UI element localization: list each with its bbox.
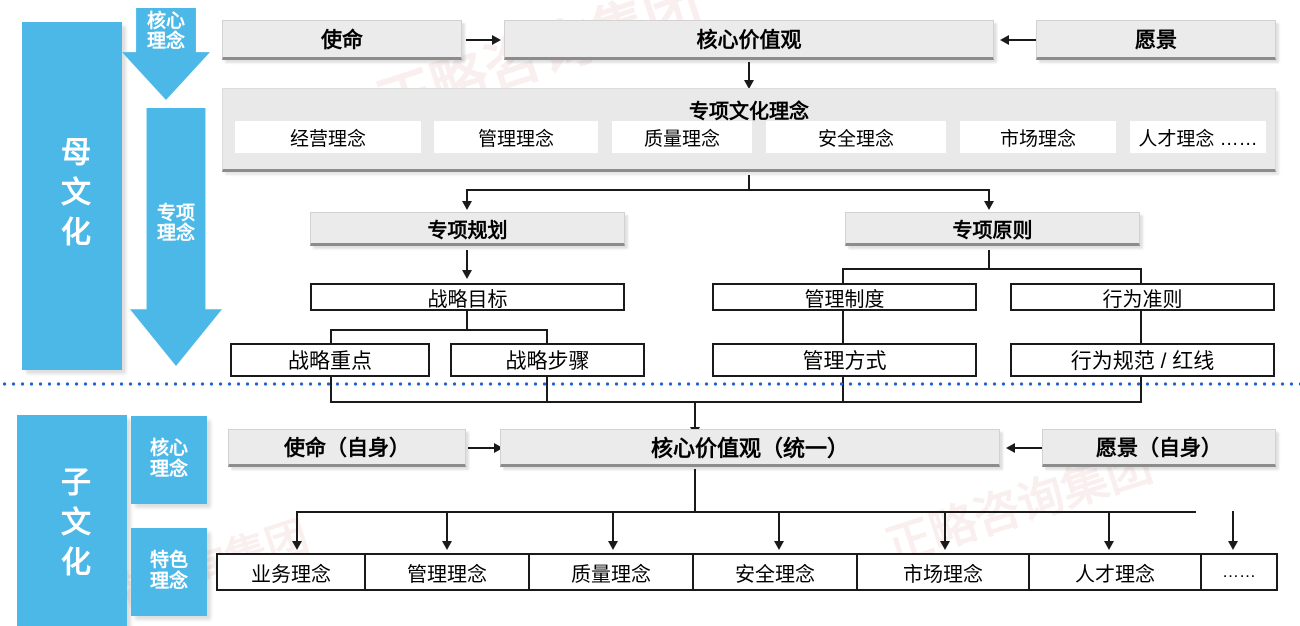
parent-core-concept-arrow: 核心 理念 [122, 8, 210, 100]
principle-split-right-drop [1140, 268, 1142, 283]
child-fan-drop [1232, 511, 1234, 543]
parent-vision-box[interactable]: 愿景 [1036, 20, 1276, 60]
norm-drop-line [1140, 377, 1142, 403]
goal-split-right-drop [546, 329, 548, 345]
child-concept-box[interactable]: 市场理念 [856, 553, 1030, 591]
child-concept-box[interactable]: 业务理念 [216, 553, 366, 591]
principle-split-left-drop [842, 268, 844, 283]
management-method-box[interactable]: 管理方式 [712, 343, 977, 377]
child-fan-bus [296, 511, 1196, 513]
child-concept-box[interactable]: 质量理念 [528, 553, 694, 591]
behavior-norm-box[interactable]: 行为规范 / 红线 [1010, 343, 1275, 377]
child-culture-side-label: 子文化 [17, 415, 127, 626]
child-core-values-box[interactable]: 核心价值观（统一） [500, 429, 1000, 467]
child-concept-box[interactable]: 人才理念 [1028, 553, 1202, 591]
child-vision-to-values-arrow-icon [1006, 443, 1015, 453]
child-fan-drop [778, 511, 780, 543]
panel-split-bus [466, 189, 990, 191]
panel-split-left-drop [466, 189, 468, 203]
plan-to-goal-arrow-icon [462, 270, 472, 279]
parent-core-values-box[interactable]: 核心价值观 [504, 20, 994, 60]
special-culture-item[interactable]: 经营理念 [235, 121, 421, 153]
child-fan-drop [944, 511, 946, 543]
goal-split-bus [330, 329, 548, 331]
special-principle-box[interactable]: 专项原则 [845, 212, 1140, 246]
focus-drop-line [330, 377, 332, 403]
arrow-label-line2: 理念 [146, 30, 185, 52]
arrow-label-line2: 理念 [156, 223, 195, 244]
child-fan-arrow-icon [1228, 541, 1238, 550]
child-core-concept-tag: 核心 理念 [131, 416, 207, 504]
parent-special-concept-arrow: 专项 理念 [130, 108, 222, 366]
child-fan-drop [1108, 511, 1110, 543]
special-culture-item[interactable]: 质量理念 [612, 121, 752, 153]
panel-split-right-drop [988, 189, 990, 203]
child-fan-drop [296, 511, 298, 543]
child-fan-arrow-icon [1104, 541, 1114, 550]
child-fan-drop [612, 511, 614, 543]
values-to-special-line [748, 62, 750, 82]
child-fan-arrow-icon [608, 541, 618, 550]
arrow-label-line1: 专项 [156, 203, 195, 225]
child-fan-drop [446, 511, 448, 543]
child-concept-box[interactable]: 安全理念 [692, 553, 858, 591]
child-concept-box[interactable]: …… [1200, 553, 1278, 591]
cross-section-bus [330, 401, 1142, 403]
section-divider [0, 382, 1300, 386]
tag-label-line2: 理念 [149, 459, 188, 480]
child-fan-stem [694, 469, 696, 513]
special-culture-item[interactable]: 人才理念 …… [1130, 121, 1266, 153]
parent-culture-side-label: 母文化 [22, 22, 122, 370]
method-drop-line [842, 377, 844, 403]
child-mission-to-values-arrow-icon [494, 443, 503, 453]
goal-split-stem [466, 311, 468, 331]
to-principle-arrow-icon [984, 201, 994, 210]
vision-to-values-line [1008, 39, 1036, 41]
child-vision-box[interactable]: 愿景（自身） [1042, 429, 1276, 467]
special-plan-box[interactable]: 专项规划 [310, 212, 625, 246]
arrow-label-line1: 核心 [146, 11, 185, 32]
child-mission-to-values-line [468, 447, 496, 449]
behavior-guideline-box[interactable]: 行为准则 [1010, 283, 1275, 311]
values-to-special-arrow-icon [744, 80, 754, 89]
vision-to-values-arrow-icon [1000, 35, 1009, 45]
special-culture-item[interactable]: 安全理念 [766, 121, 946, 153]
mission-to-values-arrow-icon [492, 35, 501, 45]
mission-to-values-line [466, 39, 494, 41]
special-culture-title: 专项文化理念 [689, 101, 809, 123]
guideline-to-norm-line [1140, 311, 1142, 345]
strategy-focus-box[interactable]: 战略重点 [230, 343, 430, 377]
tag-label-line1: 特色 [149, 550, 188, 572]
panel-split-stem [748, 175, 750, 191]
parent-mission-box[interactable]: 使命 [222, 20, 462, 60]
plan-to-goal-line [466, 250, 468, 272]
child-fan-arrow-icon [442, 541, 452, 550]
system-to-method-line [842, 311, 844, 345]
child-feature-concept-tag: 特色 理念 [131, 528, 207, 616]
tag-label-line2: 理念 [149, 571, 188, 592]
special-culture-item[interactable]: 市场理念 [960, 121, 1116, 153]
steps-drop-line [546, 377, 548, 403]
child-fan-arrow-icon [940, 541, 950, 550]
tag-label-line1: 核心 [149, 438, 188, 460]
principle-split-bus [842, 268, 1142, 270]
strategy-goal-box[interactable]: 战略目标 [310, 283, 625, 311]
special-culture-item[interactable]: 管理理念 [434, 121, 598, 153]
child-vision-to-values-line [1014, 447, 1042, 449]
special-culture-panel: 专项文化理念 经营理念 管理理念 质量理念 安全理念 市场理念 人才理念 …… [222, 88, 1276, 172]
child-mission-box[interactable]: 使命（自身） [228, 429, 466, 467]
management-system-box[interactable]: 管理制度 [712, 283, 977, 311]
child-fan-arrow-icon [774, 541, 784, 550]
to-plan-arrow-icon [462, 201, 472, 210]
goal-split-left-drop [330, 329, 332, 345]
cross-section-stem [694, 401, 696, 429]
principle-split-stem [988, 250, 990, 270]
strategy-steps-box[interactable]: 战略步骤 [450, 343, 645, 377]
child-fan-arrow-icon [292, 541, 302, 550]
child-concept-box[interactable]: 管理理念 [364, 553, 530, 591]
